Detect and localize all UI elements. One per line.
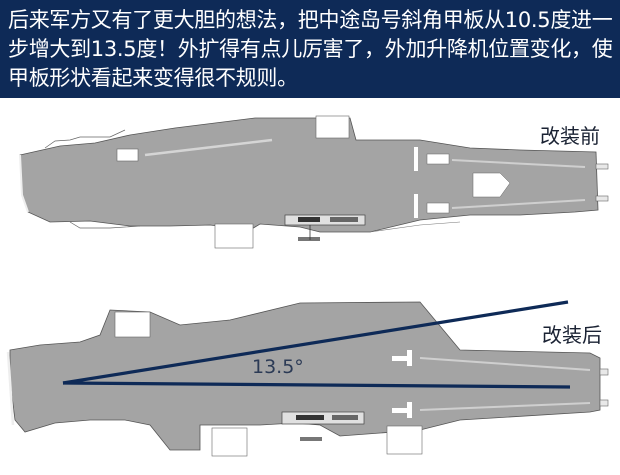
- angled-deck-line: [62, 300, 569, 385]
- carrier-after-refit: [6, 300, 609, 457]
- angle-label: 13.5°: [252, 356, 304, 378]
- island-before: [284, 214, 366, 241]
- banner-text: 后来军方又有了更大胆的想法，把中途岛号斜角甲板从10.5度进一步增大到13.5度…: [8, 8, 613, 90]
- header-banner: 后来军方又有了更大胆的想法，把中途岛号斜角甲板从10.5度进一步增大到13.5度…: [0, 0, 620, 98]
- label-before-refit: 改装前: [540, 124, 600, 148]
- carrier-before-refit: [19, 115, 609, 249]
- diagram-area: 改装前 改装后 13.5°: [0, 98, 620, 475]
- island-after: [281, 411, 365, 441]
- centerline: [62, 381, 571, 389]
- carrier-diagrams: [6, 115, 609, 457]
- label-after-refit: 改装后: [542, 323, 602, 347]
